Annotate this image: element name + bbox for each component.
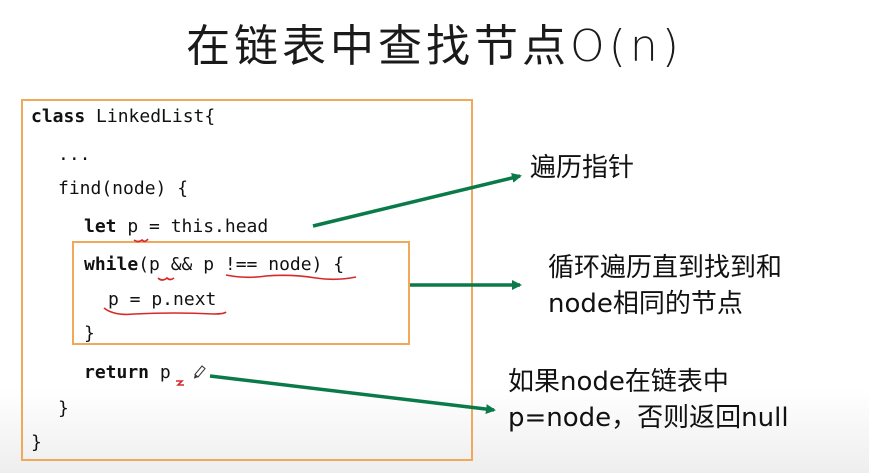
return-value: p xyxy=(149,362,171,383)
note-traversal-pointer: 遍历指针 xyxy=(530,153,635,183)
code-line-class: class LinkedList{ xyxy=(31,106,215,128)
code-line-find-close: } xyxy=(58,398,69,419)
note-loop-line2: node相同的节点 xyxy=(548,289,743,319)
keyword-class: class xyxy=(31,106,86,127)
arrow-to-return-note xyxy=(209,374,496,415)
page-title: 在链表中查找节点O(n) xyxy=(186,21,683,72)
code-line-find: find(node) { xyxy=(58,178,189,199)
code-line-while-close: } xyxy=(84,323,95,344)
underline-while-cond xyxy=(225,274,357,281)
pencil-icon xyxy=(193,365,206,379)
underline-return-p xyxy=(176,380,184,386)
keyword-while: while xyxy=(84,254,139,275)
code-line-next: p = p.next xyxy=(108,289,217,310)
let-statement: p = this.head xyxy=(116,216,269,237)
code-line-return: return p xyxy=(84,362,171,384)
note-return-line1: 如果node在链表中 xyxy=(508,367,729,397)
underline-let-p xyxy=(133,238,149,243)
code-frame xyxy=(21,99,473,461)
keyword-return: return xyxy=(84,362,150,383)
class-name: LinkedList{ xyxy=(85,106,216,127)
note-return-line2: p=node，否则返回null xyxy=(508,403,789,433)
code-line-while: while(p && p !== node) { xyxy=(84,254,344,276)
code-line-ellipsis: ... xyxy=(58,144,91,165)
note-loop-line1: 循环遍历直到找到和 xyxy=(548,253,783,283)
underline-while-p xyxy=(157,276,175,281)
keyword-let: let xyxy=(84,216,117,237)
while-loop-frame xyxy=(72,241,410,345)
code-line-let: let p = this.head xyxy=(84,216,268,238)
code-line-class-close: } xyxy=(31,432,42,453)
while-condition: (p && p !== node) { xyxy=(138,254,345,275)
underline-next xyxy=(103,307,227,316)
arrow-to-pointer-note xyxy=(312,173,522,228)
